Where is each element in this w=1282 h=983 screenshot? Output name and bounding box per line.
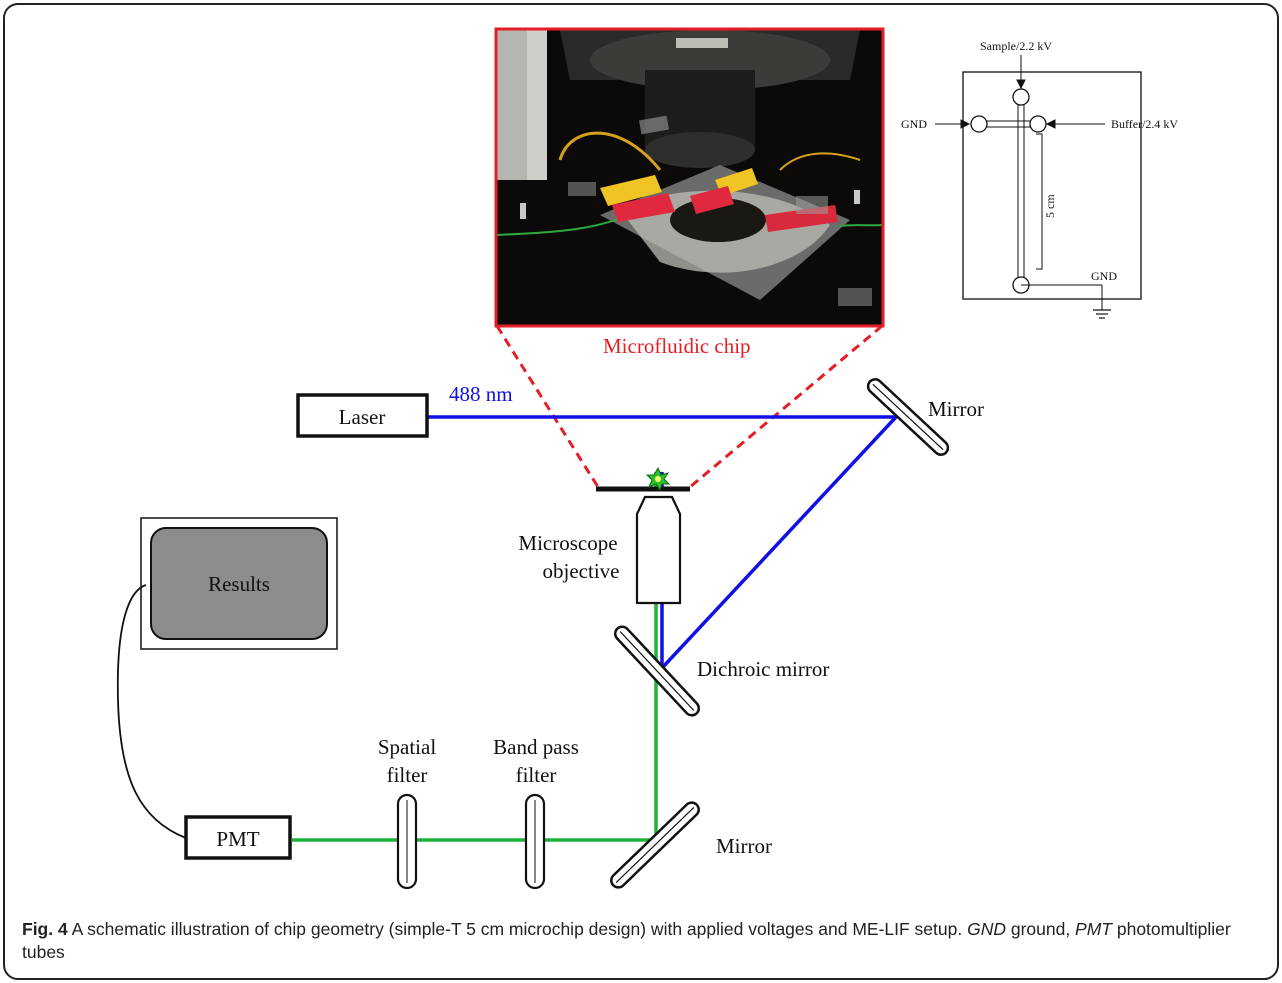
ground-icon <box>1093 310 1111 318</box>
spatial-filter <box>398 795 416 888</box>
laser-label: Laser <box>339 405 386 429</box>
figure-caption: Fig. 4 A schematic illustration of chip … <box>22 918 1262 964</box>
gnd-bottom-label: GND <box>1091 269 1117 283</box>
zoom-line-left <box>497 326 598 487</box>
mirror-bottom-label: Mirror <box>716 834 772 858</box>
objective-label-2: objective <box>543 559 620 583</box>
sample-voltage-label: Sample/2.2 kV <box>980 39 1052 53</box>
objective-label-1: Microscope <box>518 531 617 555</box>
caption-gnd-abbr: GND <box>967 919 1006 939</box>
caption-fig-number: Fig. 4 <box>22 919 68 939</box>
chip-photo <box>497 30 882 325</box>
spatial-label-1: Spatial <box>378 735 436 759</box>
pmt-label: PMT <box>216 827 259 851</box>
caption-pmt-abbr: PMT <box>1075 919 1112 939</box>
chip-label: Microfluidic chip <box>603 334 751 358</box>
spatial-label-2: filter <box>387 763 428 787</box>
bandpass-label-1: Band pass <box>493 735 579 759</box>
caption-gnd-def: ground, <box>1006 919 1075 939</box>
caption-text: A schematic illustration of chip geometr… <box>68 919 967 939</box>
length-label: 5 cm <box>1043 194 1057 218</box>
objective-body <box>637 497 680 603</box>
gnd-left-label: GND <box>901 117 927 131</box>
results-label: Results <box>208 572 270 596</box>
bandpass-filter <box>526 795 544 888</box>
arrow-icon <box>961 120 969 128</box>
arrow-icon <box>1047 120 1055 128</box>
dichroic-label: Dichroic mirror <box>697 657 829 681</box>
emission-beam <box>292 472 656 840</box>
wavelength-label: 488 nm <box>449 382 513 406</box>
bandpass-label-2: filter <box>516 763 557 787</box>
mirror-top-label: Mirror <box>928 397 984 421</box>
buffer-voltage-label: Buffer/2.4 kV <box>1111 117 1178 131</box>
arrow-icon <box>1017 80 1025 88</box>
